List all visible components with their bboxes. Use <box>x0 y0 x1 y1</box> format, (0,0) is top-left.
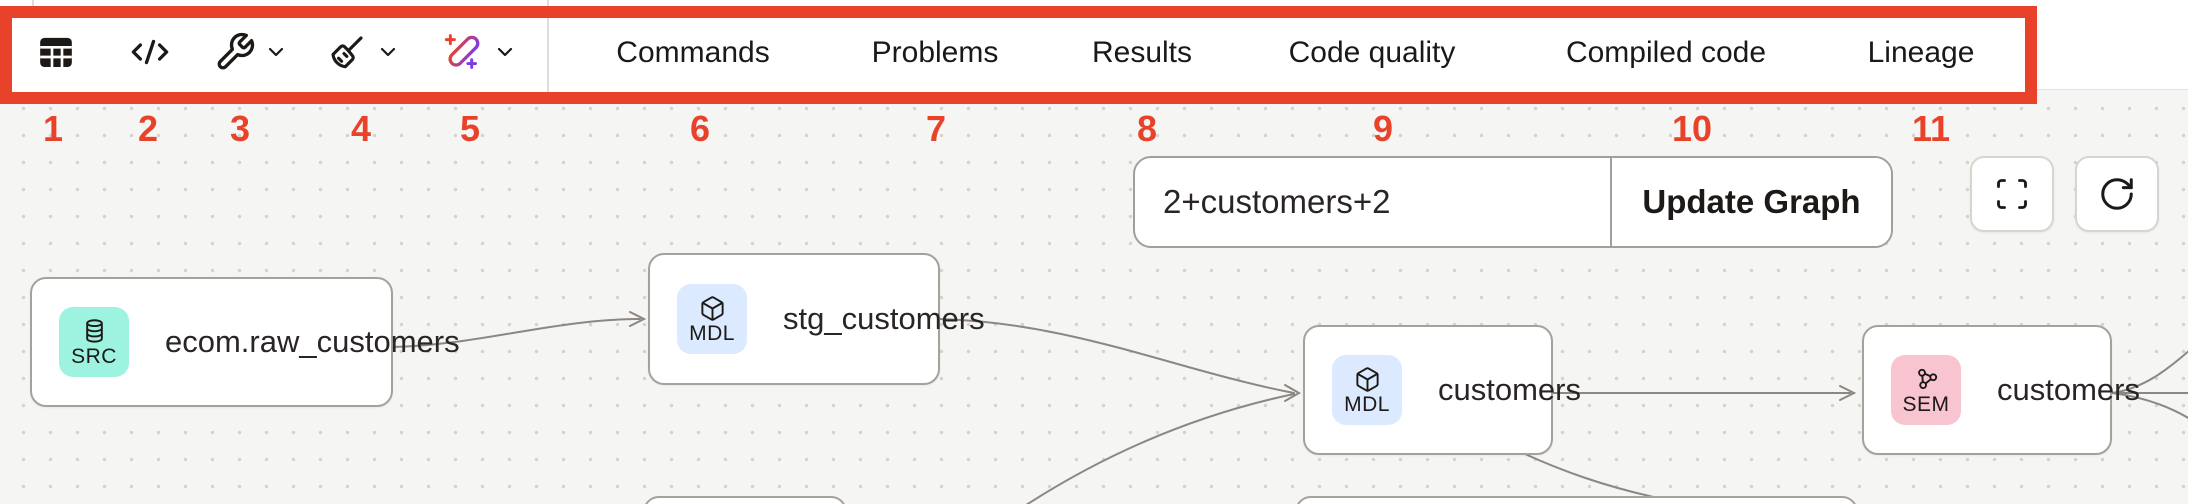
table-button[interactable] <box>36 30 76 74</box>
network-icon <box>1917 368 1937 389</box>
chevron-down-icon <box>497 47 513 57</box>
annotation-number-6: 6 <box>689 108 711 149</box>
badge-label: MDL <box>689 321 735 345</box>
broom-button[interactable] <box>326 30 400 74</box>
node-partial-bottom-left[interactable] <box>643 496 847 504</box>
edge-arrowhead <box>1284 384 1302 402</box>
magic-wand-icon <box>444 34 480 69</box>
node-stg-customers[interactable]: MDL stg_customers <box>648 253 985 385</box>
edge-arrowhead <box>629 311 647 327</box>
toolbar-right-background <box>2037 0 2188 90</box>
edge-arrowhead <box>1839 385 1857 401</box>
annotation-number-8: 8 <box>1136 108 1158 149</box>
annotation-number-10: 10 <box>1671 108 1713 149</box>
database-icon <box>85 318 103 343</box>
badge-label: SRC <box>71 344 117 368</box>
tab-results[interactable]: Results <box>1091 36 1193 69</box>
graph-search-control: Update Graph <box>1133 156 1893 248</box>
table-icon <box>40 37 72 68</box>
top-edge-tick <box>32 0 34 7</box>
tab-commands[interactable]: Commands <box>616 36 770 69</box>
edge-src-to-stg <box>392 318 641 348</box>
edge-sem-out-up <box>2111 350 2188 394</box>
code-button[interactable] <box>129 30 171 74</box>
annotation-number-7: 7 <box>925 108 947 149</box>
node-label: ecom.raw_customers <box>165 324 460 359</box>
mdl-badge: MDL <box>1332 355 1402 425</box>
broom-icon <box>331 36 363 69</box>
src-badge: SRC <box>59 307 129 377</box>
wrench-button[interactable] <box>214 30 288 74</box>
sem-badge: SEM <box>1891 355 1961 425</box>
fullscreen-button[interactable] <box>1970 156 2054 232</box>
mdl-badge: MDL <box>677 284 747 354</box>
tab-problems[interactable]: Problems <box>871 36 999 69</box>
cube-icon <box>1355 366 1379 392</box>
tab-compiled-code[interactable]: Compiled code <box>1565 36 1767 69</box>
chevron-down-icon <box>380 47 396 57</box>
node-customers-mdl[interactable]: MDL customers <box>1303 325 1581 455</box>
annotation-number-2: 2 <box>137 108 159 149</box>
fullscreen-icon <box>1997 179 2027 209</box>
code-icon <box>131 39 169 65</box>
annotation-number-1: 1 <box>42 108 64 149</box>
badge-label: SEM <box>1902 392 1950 416</box>
tab-lineage[interactable]: Lineage <box>1867 36 1975 69</box>
node-label: customers <box>1997 372 2140 407</box>
refresh-button[interactable] <box>2075 156 2159 232</box>
cube-icon <box>700 295 724 321</box>
wrench-icon <box>217 32 255 70</box>
annotation-number-11: 11 <box>1911 108 1951 149</box>
node-label: customers <box>1438 372 1581 407</box>
node-ecom-raw-customers[interactable]: SRC ecom.raw_customers <box>30 277 460 407</box>
magic-wand-button[interactable] <box>443 30 517 74</box>
node-customers-sem[interactable]: SEM customers <box>1862 325 2140 455</box>
edge-customers-to-bottom <box>1509 446 1659 499</box>
chevron-down-icon <box>268 47 284 57</box>
tab-code-quality[interactable]: Code quality <box>1288 36 1456 69</box>
search-divider <box>1610 158 1612 246</box>
annotation-number-5: 5 <box>459 108 481 149</box>
node-label: stg_customers <box>783 301 985 336</box>
edge-stg-to-customers <box>939 318 1295 394</box>
annotation-number-3: 3 <box>229 108 251 149</box>
refresh-icon <box>2101 178 2133 210</box>
toolbar-divider <box>547 0 549 104</box>
badge-label: MDL <box>1344 392 1390 416</box>
edge-sem-out-down <box>2111 392 2188 420</box>
annotation-number-4: 4 <box>350 108 372 149</box>
graph-search-input[interactable] <box>1135 158 1610 246</box>
edge-bottom-to-customers <box>1025 393 1295 504</box>
node-partial-bottom-right[interactable] <box>1295 496 1858 504</box>
annotation-number-9: 9 <box>1372 108 1394 149</box>
update-graph-button[interactable]: Update Graph <box>1612 158 1891 246</box>
